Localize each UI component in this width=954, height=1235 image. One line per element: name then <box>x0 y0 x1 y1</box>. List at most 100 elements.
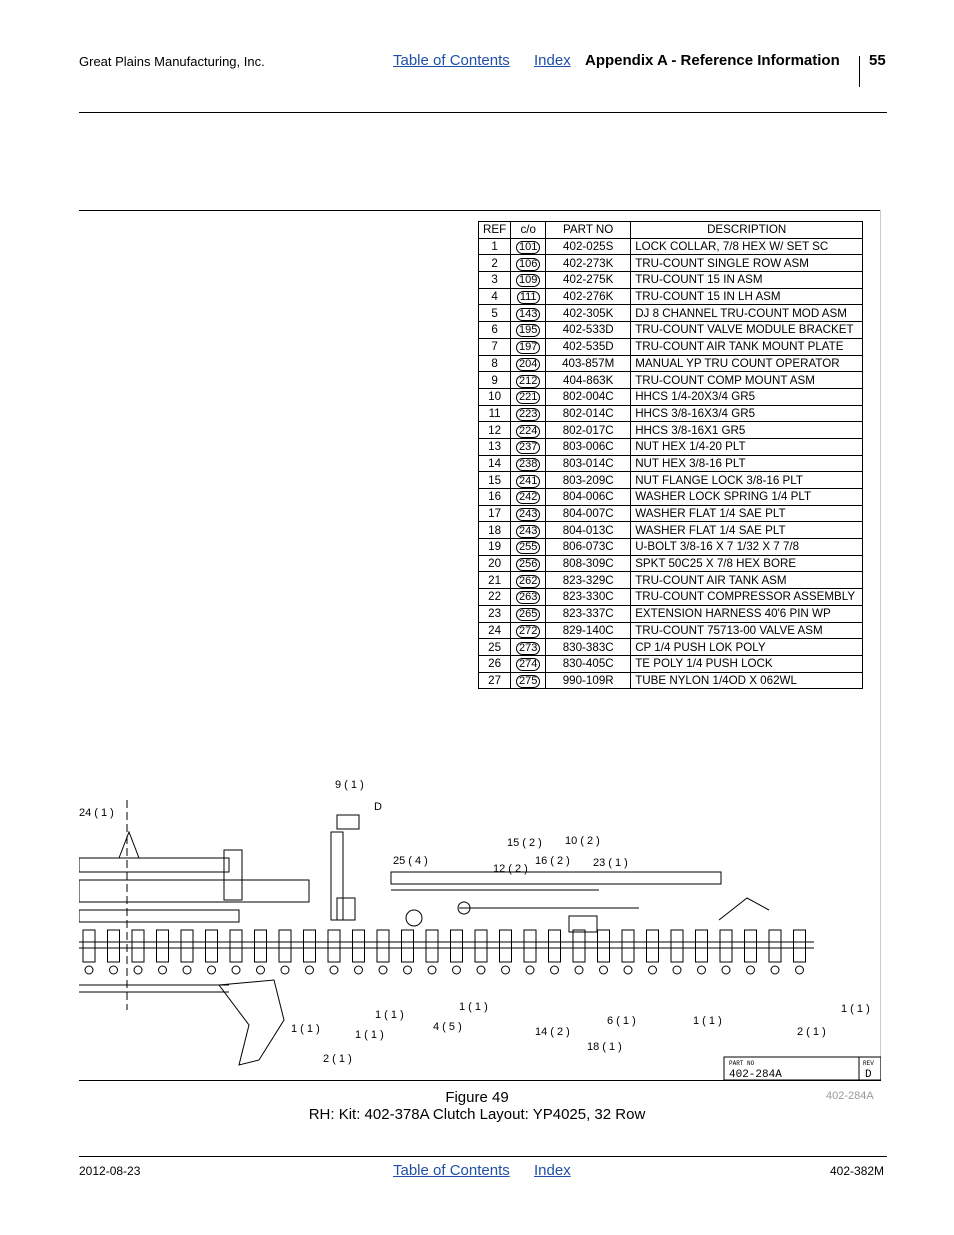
part-no-cell: 808-309C <box>545 554 632 573</box>
parts-table-header: REF c/o PART NO DESCRIPTION <box>477 221 864 239</box>
part-no-cell: 402-305K <box>545 304 632 323</box>
row-unit-wheel <box>721 965 731 975</box>
callout-label: 18 ( 1 ) <box>587 1041 622 1053</box>
row-unit <box>425 929 439 963</box>
frame-bar <box>79 857 230 873</box>
row-unit-wheel <box>280 965 290 975</box>
row-unit <box>768 929 782 963</box>
arm-linkage <box>718 897 770 921</box>
row-unit <box>793 929 806 963</box>
ref-cell: 25 <box>477 638 512 656</box>
ref-cell: 13 <box>477 437 512 456</box>
row-unit <box>156 929 169 963</box>
description-cell: TRU-COUNT 75713-00 VALVE ASM <box>630 621 864 640</box>
description-cell: NUT FLANGE LOCK 3/8-16 PLT <box>630 471 864 489</box>
description-cell: MANUAL YP TRU COUNT OPERATOR <box>630 354 864 373</box>
part-no-cell: 803-209C <box>545 471 632 489</box>
ref-cell: 12 <box>477 421 512 439</box>
co-bubble: 272 <box>516 624 541 638</box>
co-bubble: 212 <box>516 374 541 388</box>
row-unit-wheel <box>452 965 461 975</box>
co-bubble: 262 <box>516 574 541 588</box>
row-unit <box>548 929 561 963</box>
co-bubble: 237 <box>516 441 541 455</box>
callout-label: 12 ( 2 ) <box>493 863 528 875</box>
co-cell: 272 <box>510 621 547 640</box>
row-unit <box>278 929 292 963</box>
co-cell: 237 <box>510 437 547 456</box>
row-unit-wheel <box>231 965 241 975</box>
co-cell: 106 <box>510 254 547 273</box>
row-unit <box>621 929 635 963</box>
row-unit <box>670 929 684 963</box>
page-number: 55 <box>869 52 886 69</box>
row-unit-wheel <box>378 965 388 975</box>
co-bubble: 263 <box>516 591 541 605</box>
air-tank <box>390 871 722 885</box>
co-bubble: 111 <box>516 291 540 305</box>
callout-label: 25 ( 4 ) <box>393 855 428 867</box>
co-bubble: 106 <box>516 257 541 271</box>
co-cell: 212 <box>510 371 547 389</box>
row-unit <box>303 929 316 963</box>
ref-cell: 20 <box>477 554 512 573</box>
description-cell: DJ 8 CHANNEL TRU-COUNT MOD ASM <box>630 304 864 323</box>
co-cell: 262 <box>510 571 547 590</box>
title-block-rev: D <box>865 1069 872 1080</box>
co-bubble: 273 <box>516 641 541 655</box>
description-cell: WASHER FLAT 1/4 SAE PLT <box>630 521 864 540</box>
co-cell: 224 <box>510 421 547 439</box>
description-cell: U-BOLT 3/8-16 X 7 1/32 X 7 7/8 <box>630 538 864 556</box>
header-toc-link[interactable]: Table of Contents <box>393 52 510 69</box>
row-unit-wheel <box>795 965 804 975</box>
row-unit-wheel <box>672 965 682 975</box>
part-no-cell: 830-405C <box>545 654 632 673</box>
header-rule <box>79 112 887 113</box>
callout-label: 2 ( 1 ) <box>323 1053 352 1065</box>
description-cell: SPKT 50C25 X 7/8 HEX BORE <box>630 554 864 573</box>
co-bubble: 255 <box>516 541 541 555</box>
col-part-no: PART NO <box>545 221 632 239</box>
part-no-cell: 990-109R <box>545 671 632 690</box>
co-bubble: 143 <box>516 307 541 321</box>
callout-label: 1 ( 1 ) <box>291 1023 320 1035</box>
row-unit <box>229 929 243 963</box>
part-no-cell: 403-857M <box>545 354 632 373</box>
part-no-cell: 804-006C <box>545 488 632 506</box>
part-no-cell: 402-273K <box>545 254 632 273</box>
row-unit <box>131 929 145 963</box>
header-index-link[interactable]: Index <box>534 52 571 69</box>
co-cell: 109 <box>510 271 547 289</box>
row-unit-wheel <box>133 965 143 975</box>
row-unit <box>474 929 488 963</box>
ref-cell: 2 <box>477 254 512 273</box>
part-no-cell: 803-006C <box>545 437 632 456</box>
description-cell: TRU-COUNT AIR TANK ASM <box>630 571 864 590</box>
part-no-cell: 806-073C <box>545 538 632 556</box>
ref-cell: 3 <box>477 271 512 289</box>
footer-index-link[interactable]: Index <box>534 1162 571 1179</box>
row-unit <box>719 929 733 963</box>
part-no-cell: 823-329C <box>545 571 632 590</box>
row-unit-wheel <box>329 965 339 975</box>
compressor-mount <box>336 814 360 830</box>
row-unit <box>352 929 365 963</box>
row-unit <box>450 929 463 963</box>
callout-label: 9 ( 1 ) <box>335 779 364 791</box>
part-no-cell: 802-017C <box>545 421 632 439</box>
row-unit <box>376 929 390 963</box>
row-unit-wheel <box>354 965 363 975</box>
description-cell: HHCS 3/8-16X1 GR5 <box>630 421 864 439</box>
co-bubble: 238 <box>516 457 541 471</box>
title-block-rev-label: REV <box>863 1060 874 1067</box>
footer-toc-link[interactable]: Table of Contents <box>393 1162 510 1179</box>
